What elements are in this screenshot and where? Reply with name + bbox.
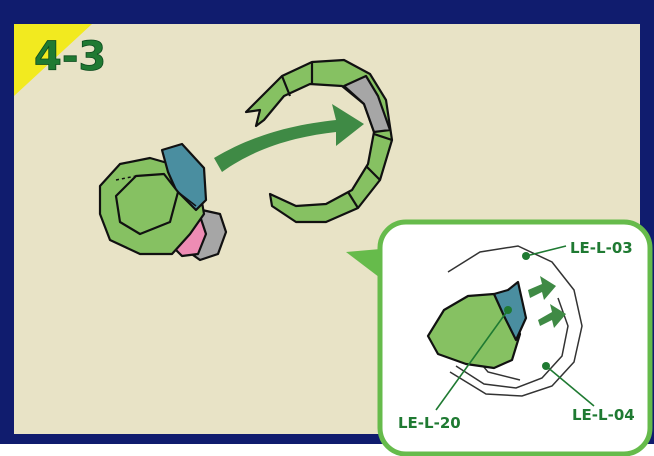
step-number: 4-3 (34, 34, 106, 80)
step-badge: 4-3 (14, 24, 106, 96)
head-part (100, 144, 226, 260)
label-le-l-20: LE-L-20 (398, 414, 461, 432)
detail-callout: LE-L-03 LE-L-20 LE-L-04 (380, 222, 650, 454)
direction-arrow (214, 104, 364, 172)
label-le-l-03: LE-L-03 (570, 239, 633, 257)
label-le-l-04: LE-L-04 (572, 406, 635, 424)
